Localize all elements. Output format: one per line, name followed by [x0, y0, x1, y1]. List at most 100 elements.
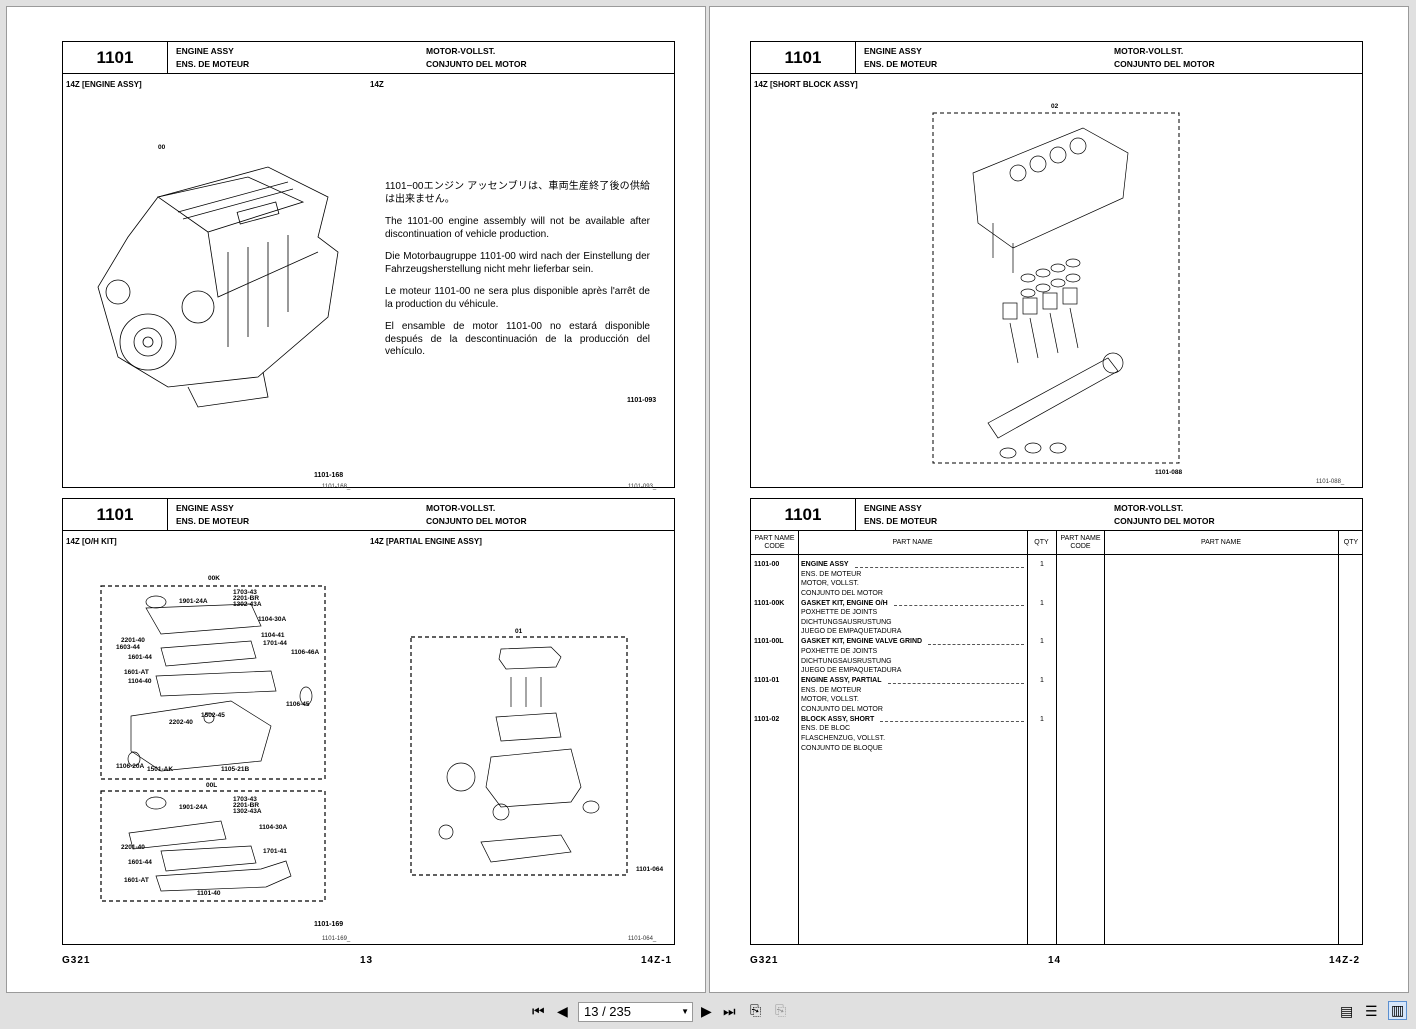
footer-page-number: 14	[1048, 955, 1062, 966]
part-name-fr: ENS. DE BLOC	[801, 725, 851, 733]
part-name-fr: ENS. DE MOTEUR	[801, 570, 862, 578]
part-name-fr: POXHETTE DE JOINTS	[801, 609, 878, 617]
title-en: ENGINE ASSY	[864, 503, 922, 513]
left-page: 1101 ENGINE ASSY ENS. DE MOTEUR MOTOR-VO…	[6, 6, 706, 993]
kit2-label: 2201-BR	[233, 802, 259, 809]
kit2-label: 1601-AT	[124, 877, 149, 884]
kit1-label: 1106-46A	[291, 649, 319, 656]
kit1-label: 1106-45	[286, 701, 310, 708]
title-de: MOTOR-VOLLST.	[1114, 46, 1184, 56]
part-code: 1101-00	[754, 561, 780, 568]
panel-short-block: 1101 ENGINE ASSY ENS. DE MOTEUR MOTOR-VO…	[750, 41, 1363, 488]
part-qty: 1	[1040, 561, 1044, 568]
panel-header: 1101 ENGINE ASSY ENS. DE MOTEUR MOTOR-VO…	[63, 42, 674, 74]
title-de: MOTOR-VOLLST.	[1114, 503, 1184, 513]
continuous-view-icon[interactable]: ☰	[1365, 1003, 1378, 1019]
kit2-label: 1104-30A	[259, 824, 287, 831]
kit1-label: 1105-21B	[221, 766, 249, 773]
ref-1101-168: 1101-168	[314, 472, 344, 479]
single-page-view-icon[interactable]: ▤	[1340, 1003, 1354, 1019]
part-name-de: FLASCHENZUG, VOLLST.	[801, 734, 886, 742]
callout-00k: 00K	[208, 575, 220, 582]
divider	[1027, 531, 1028, 944]
subtitle-left: 14Z [O/H KIT]	[66, 537, 117, 546]
kit1-label: 1601-AT	[124, 669, 149, 676]
section-number: 1101	[751, 499, 856, 530]
notice-block: 1101−00エンジン アッセンブリは、車両生産終了後の供給は出来ません。 Th…	[385, 181, 650, 369]
kit2-label: 1703-43	[233, 796, 257, 803]
title-es: CONJUNTO DEL MOTOR	[426, 516, 527, 526]
kit1-label: 1603-44	[116, 644, 140, 651]
kit1-labels: 1703-432201-BR1302-43A1901-24A1104-30A11…	[116, 589, 319, 773]
divider	[798, 531, 799, 944]
notice-en: The 1101-00 engine assembly will not be …	[385, 216, 650, 240]
title-fr: ENS. DE MOTEUR	[176, 59, 250, 69]
kit1-label: 1104-40	[128, 678, 152, 685]
kit1-label: 2201-40	[121, 637, 145, 644]
first-page-icon[interactable]: ⏮	[532, 1003, 545, 1019]
subtitle-right: 14Z	[370, 80, 384, 89]
subtitle-right: 14Z [PARTIAL ENGINE ASSY]	[370, 537, 482, 546]
footer-left: G321	[750, 955, 779, 966]
kit2-label: 1601-44	[128, 859, 152, 866]
title-fr: ENS. DE MOTEUR	[176, 516, 250, 526]
part-name-de: MOTOR, VOLLST.	[801, 696, 859, 704]
divider	[1104, 531, 1105, 944]
kit1-label: 2201-BR	[233, 595, 259, 602]
title-es: CONJUNTO DEL MOTOR	[1114, 59, 1215, 69]
page-select[interactable]: 13 / 235 ▼	[578, 1002, 693, 1022]
short-block-diagram: 02 1101-088	[932, 103, 1182, 476]
section-number: 1101	[751, 42, 856, 73]
kit1-label: 1601-44	[128, 654, 152, 661]
col-name-header-2: PART NAME	[1200, 539, 1242, 546]
part-name-fr: POXHETTE DE JOINTS	[801, 647, 878, 655]
part-name-es: JUEGO DE EMPAQUETADURA	[801, 667, 902, 675]
part-code: 1101-00L	[754, 638, 784, 646]
part-name: GASKET KIT, ENGINE O/H POXHETTE DE JOINTS…	[801, 599, 1027, 637]
part-name-de: DICHTUNGSAUSRUSTUNG	[801, 618, 892, 626]
kit1-label: 1106-20A	[116, 763, 144, 770]
footer-page-number: 13	[360, 955, 374, 966]
part-name-en: GASKET KIT, ENGINE O/H	[801, 599, 888, 607]
notice-de: Die Motorbaugruppe 1101-00 wird nach der…	[385, 251, 650, 275]
title-fr: ENS. DE MOTEUR	[864, 516, 938, 526]
footer-right: 14Z-2	[1329, 955, 1361, 966]
callout-00: 00	[158, 144, 166, 151]
footer-right: 14Z-1	[641, 955, 673, 966]
kit1-label: 1104-30A	[258, 616, 286, 623]
subtitle-left: 14Z [SHORT BLOCK ASSY]	[754, 80, 858, 89]
ref-1101-088: 1101-088	[1155, 469, 1182, 476]
rotate-forward-icon[interactable]: ⎘	[775, 1002, 787, 1018]
col-code-header: PART NAME CODE	[754, 535, 795, 550]
kit2-label: 1101-40	[197, 890, 221, 897]
panel-engine-assy: 1101 ENGINE ASSY ENS. DE MOTEUR MOTOR-VO…	[62, 41, 675, 490]
kit2-labels: 1703-432201-BR1302-43A1901-24A1104-30A22…	[121, 796, 287, 897]
title-es: CONJUNTO DEL MOTOR	[426, 59, 527, 69]
title-de: MOTOR-VOLLST.	[426, 503, 496, 513]
ref-1101-064: 1101-064	[636, 866, 663, 873]
notice-fr: Le moteur 1101-00 ne sera plus disponibl…	[385, 286, 650, 310]
kit1-label: 1701-44	[263, 640, 287, 647]
part-name-fr: ENS. DE MOTEUR	[801, 686, 862, 694]
previous-page-icon[interactable]: ◀	[557, 1003, 568, 1019]
foot-ref-left: 1101-169_	[322, 936, 351, 942]
two-page-view-icon[interactable]: ▥	[1388, 1001, 1408, 1020]
kit2-label: 2201-40	[121, 844, 145, 851]
title-fr: ENS. DE MOTEUR	[864, 59, 938, 69]
part-code: 1101-02	[754, 715, 780, 723]
section-number: 1101	[63, 499, 168, 530]
title-es: CONJUNTO DEL MOTOR	[1114, 516, 1215, 526]
footer-left: G321	[62, 955, 91, 966]
rotate-back-icon[interactable]: ⎘	[750, 1002, 762, 1018]
next-page-icon[interactable]: ▶	[701, 1003, 712, 1019]
col-code-header-2: PART NAME CODE	[1060, 535, 1101, 550]
last-page-icon[interactable]: ⏭	[723, 1003, 736, 1019]
kit2-label: 1701-41	[263, 848, 287, 855]
